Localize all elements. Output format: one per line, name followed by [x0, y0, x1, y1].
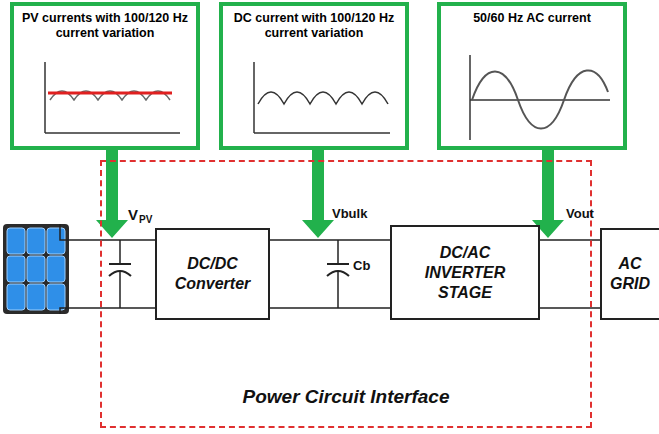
voltage-subscript: PV	[139, 214, 152, 225]
inverter-box: DC/AC INVERTER STAGE	[390, 225, 540, 320]
node-text: Power Circuit Interface	[102, 386, 590, 408]
bus-wire	[270, 240, 390, 308]
node-text: DC/AC INVERTER STAGE	[398, 243, 532, 303]
node-text: 50/60 Hz AC current	[473, 11, 591, 26]
pv-current-plot	[45, 62, 180, 133]
grid-box: AC GRID	[600, 228, 659, 320]
node-text: DC current with 100/120 Hz current varia…	[229, 11, 399, 41]
callout-box: DC current with 100/120 Hz current varia…	[219, 2, 409, 150]
node-text: PV currents with 100/120 Hz current vari…	[20, 11, 190, 41]
ac-current-plot	[470, 55, 610, 140]
bulk-capacitor	[327, 240, 349, 308]
callout-box: PV currents with 100/120 Hz current vari…	[10, 2, 200, 150]
voltage-label: V	[128, 206, 138, 223]
input-wiring	[60, 224, 156, 314]
interface-region: Power Circuit Interface DC/DC Converter DC…	[100, 160, 592, 428]
node-text: DC/DC Converter	[163, 254, 262, 294]
voltage-label: Vbulk	[332, 206, 367, 221]
dc-current-plot	[254, 62, 390, 133]
capacitor-label: Cb	[353, 258, 370, 273]
solar-panel	[3, 224, 69, 314]
converter-box: DC/DC Converter	[155, 228, 270, 320]
voltage-label: Vout	[566, 206, 594, 221]
node-text: AC GRID	[608, 254, 652, 294]
callout-box: 50/60 Hz AC current	[437, 2, 627, 150]
